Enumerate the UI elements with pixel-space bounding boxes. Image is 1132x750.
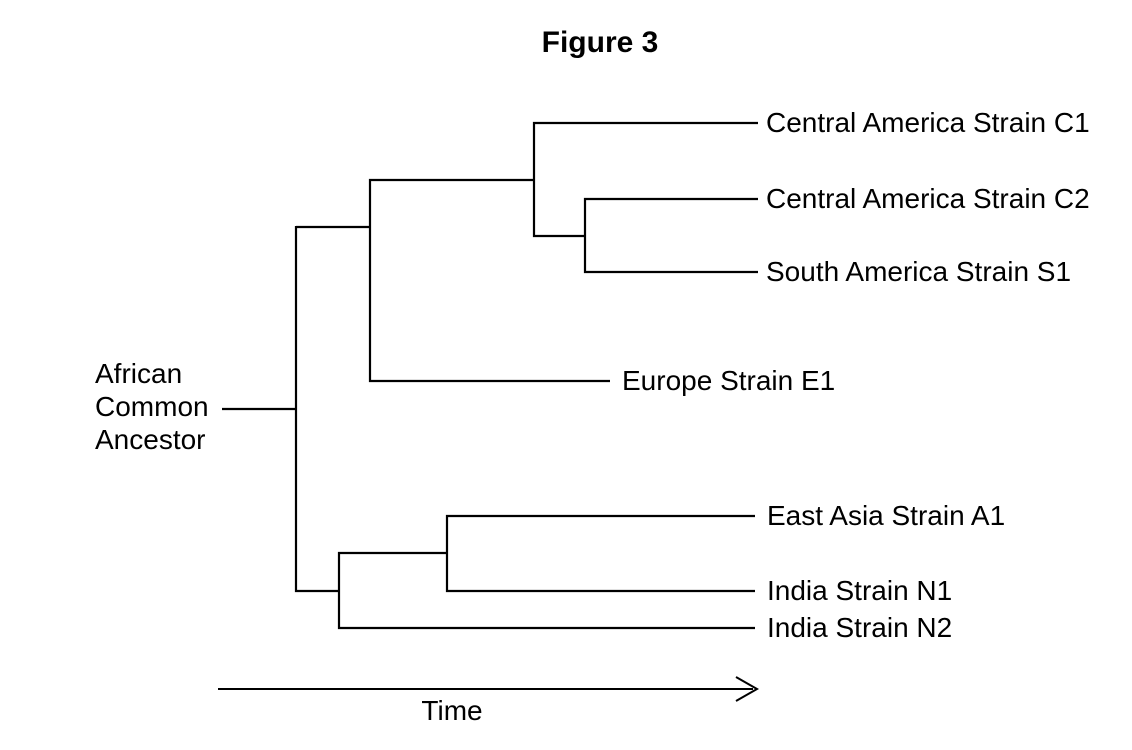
clade-c1-c2s1-bracket-line [532, 121, 758, 238]
taxon-label-east-asia-a1: East Asia Strain A1 [767, 500, 1006, 531]
taxon-label-europe-e1: Europe Strain E1 [622, 365, 836, 396]
clade-a1-n1-bracket-line [445, 514, 755, 593]
figure-title: Figure 3 [541, 26, 659, 59]
root-trunk-line [294, 226, 339, 593]
taxon-label-central-america-c1: Central America Strain C1 [766, 107, 1090, 138]
clade-c2-s1-bracket-line [583, 197, 758, 274]
time-axis-arrowhead-icon [735, 676, 760, 702]
root-ancestor-label: African Common Ancestor [95, 358, 209, 455]
taxon-label-india-n1: India Strain N1 [767, 575, 953, 606]
time-axis-label: Time [421, 695, 483, 726]
taxon-label-central-america-c2: Central America Strain C2 [766, 183, 1090, 214]
taxon-label-india-n2: India Strain N2 [767, 612, 953, 643]
clade-upper-bracket-line [368, 178, 610, 383]
taxon-label-south-america-s1: South America Strain S1 [766, 256, 1072, 287]
clade-lower-bracket-line [337, 551, 755, 630]
